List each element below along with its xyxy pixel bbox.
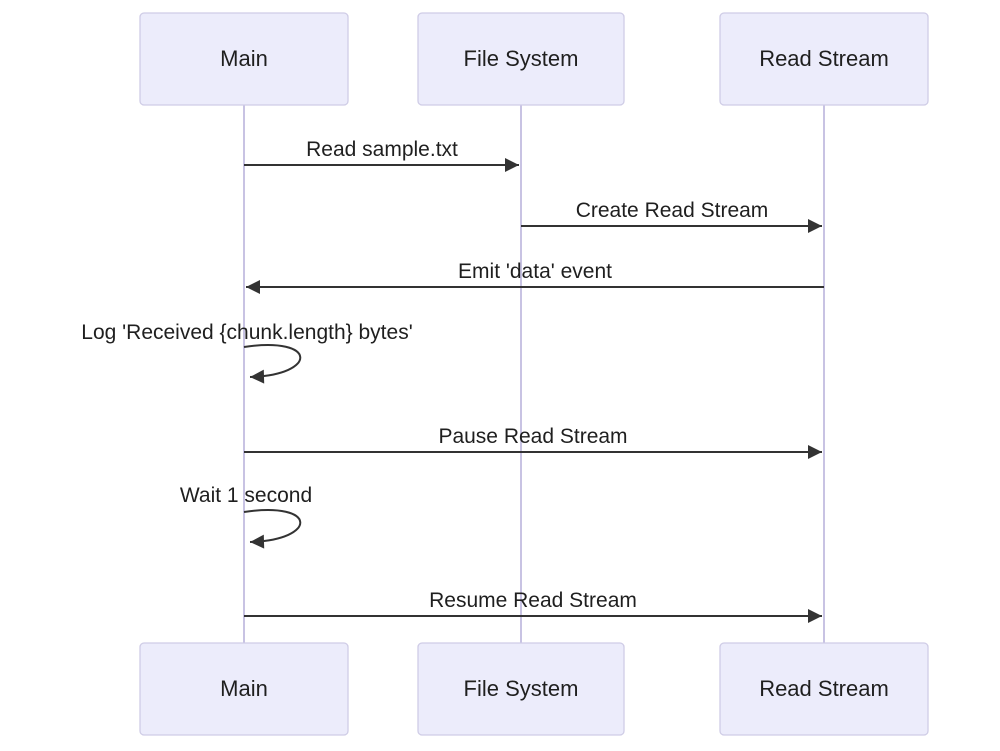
message-emit-data-event: Emit 'data' event: [246, 260, 824, 294]
actor-bottom-read-stream: Read Stream: [719, 642, 929, 736]
message-label: Resume Read Stream: [429, 589, 637, 612]
actor-label-read-stream: Read Stream: [759, 46, 889, 71]
self-loop-arrow: [243, 344, 302, 384]
actor-label-file-system: File System: [464, 46, 579, 71]
message-create-read-stream: Create Read Stream: [521, 199, 822, 233]
message-label: Create Read Stream: [576, 199, 769, 222]
message-read-sample: Read sample.txt: [244, 138, 519, 172]
actor-top-main: Main: [139, 12, 349, 106]
actor-box: [139, 12, 349, 106]
message-label: Emit 'data' event: [458, 260, 612, 283]
message-label: Wait 1 second: [180, 484, 312, 507]
self-loop-arrow: [243, 509, 302, 549]
actor-top-file-system: File System: [417, 12, 625, 106]
actor-box: [139, 642, 349, 736]
message-resume-read-stream: Resume Read Stream: [244, 589, 822, 623]
actor-box: [417, 642, 625, 736]
actor-top-read-stream: Read Stream: [719, 12, 929, 106]
actor-box: [417, 12, 625, 106]
message-log-received-bytes: Log 'Received {chunk.length} bytes': [81, 321, 413, 384]
actor-label-main: Main: [220, 676, 268, 701]
message-label: Log 'Received {chunk.length} bytes': [81, 321, 412, 344]
actor-box: [719, 12, 929, 106]
actor-label-file-system: File System: [464, 676, 579, 701]
message-label: Read sample.txt: [306, 138, 458, 161]
message-wait-1-second: Wait 1 second: [180, 484, 312, 549]
message-pause-read-stream: Pause Read Stream: [244, 425, 822, 459]
actor-box: [719, 642, 929, 736]
actor-label-read-stream: Read Stream: [759, 676, 889, 701]
message-label: Pause Read Stream: [438, 425, 627, 448]
actor-bottom-file-system: File System: [417, 642, 625, 736]
actor-bottom-main: Main: [139, 642, 349, 736]
actor-label-main: Main: [220, 46, 268, 71]
